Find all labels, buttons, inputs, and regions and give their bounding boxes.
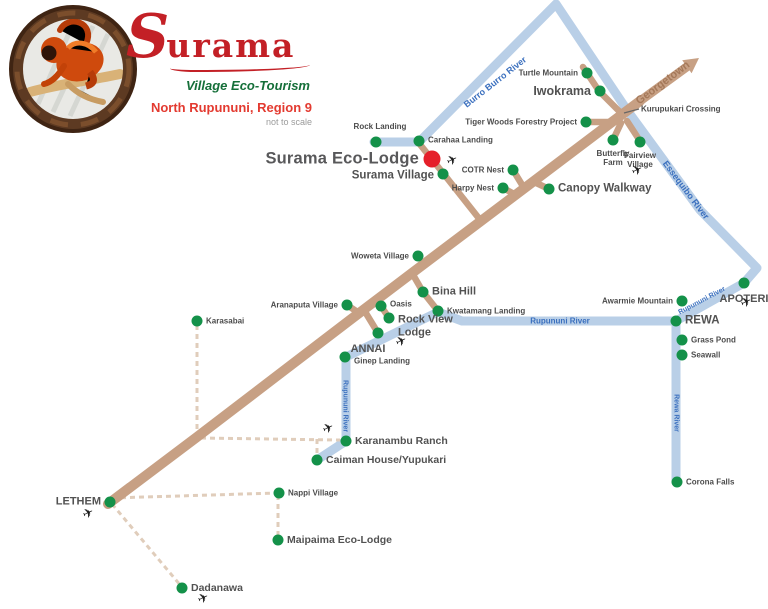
- ginep-landing-dot: [339, 351, 351, 363]
- harpy-nest-label: Harpy Nest: [451, 183, 494, 193]
- brand-rest: urama: [166, 26, 296, 65]
- grass-pond-dot: [676, 334, 688, 346]
- woweta-village-label: Woweta Village: [351, 251, 409, 261]
- surama-eco-lodge-dot: [423, 150, 441, 168]
- rock-view-lodge-label: Rock View Lodge: [398, 313, 453, 338]
- rock-view-lodge-dot: [383, 312, 395, 324]
- canopy-walkway-label: Canopy Walkway: [558, 182, 652, 195]
- lethem-dot: [104, 496, 116, 508]
- rupununi-river-label-main: Rupununi River: [530, 316, 590, 326]
- region-title: North Rupununi, Region 9: [150, 100, 312, 115]
- rewa-river-label: Rewa River: [672, 394, 680, 432]
- ginep-landing-label: Ginep Landing: [354, 356, 410, 366]
- cotr-nest-label: COTR Nest: [461, 165, 504, 175]
- rupununi-river-label-south: Rupununi River: [341, 379, 349, 433]
- surama-eco-lodge-label: Surama Eco-Lodge: [265, 149, 419, 168]
- tiger-woods-forestry-project-label: Tiger Woods Forestry Project: [465, 117, 577, 127]
- karanambu-ranch-label: Karanambu Ranch: [355, 434, 448, 447]
- turtle-mountain-dot: [581, 67, 593, 79]
- scale-note: not to scale: [265, 117, 312, 127]
- caiman-house-yupukari-label: Caiman House/Yupukari: [326, 453, 447, 466]
- iwokrama-label: Iwokrama: [533, 83, 591, 98]
- karanambu-ranch-dot: [340, 435, 352, 447]
- nappi-village-dot: [273, 487, 285, 499]
- caiman-house-yupukari-dot: [311, 454, 323, 466]
- cotr-nest-dot: [507, 164, 519, 176]
- karasabai-dot: [191, 315, 203, 327]
- apoteri-dot: [738, 277, 750, 289]
- main-road: [103, 96, 645, 509]
- bina-hill-label: Bina Hill: [432, 285, 477, 298]
- seawall-dot: [676, 349, 688, 361]
- turtle-mountain-label: Turtle Mountain: [518, 68, 578, 78]
- kurupukari-crossing-label: Kurupukari Crossing: [641, 104, 721, 114]
- canopy-walkway-dot: [543, 183, 555, 195]
- fairview-village-dot: [634, 136, 646, 148]
- rewa-label: REWA: [685, 314, 720, 327]
- brand-tagline: Village Eco-Tourism: [185, 78, 310, 93]
- nappi-village-label: Nappi Village: [288, 488, 339, 498]
- butterfly-farm-label: Butterfly Farm: [596, 149, 630, 168]
- dadanawa-dot: [176, 582, 188, 594]
- corona-falls-label: Corona Falls: [686, 477, 735, 487]
- lethem-label: LETHEM: [55, 495, 101, 508]
- surama-village-label: Surama Village: [351, 169, 434, 182]
- seawall-label: Seawall: [691, 350, 721, 360]
- georgetown-arrow-shaft: [635, 61, 693, 106]
- maipaima-eco-lodge-label: Maipaima Eco-Lodge: [287, 533, 393, 546]
- rock-landing-dot: [370, 136, 382, 148]
- butterfly-farm-dot: [607, 134, 619, 146]
- dadanawa-label: Dadanawa: [191, 581, 243, 594]
- rewa-dot: [670, 315, 682, 327]
- apoteri-label: APOTERI: [719, 293, 768, 305]
- woweta-village-dot: [412, 250, 424, 262]
- oasis-label: Oasis: [390, 299, 412, 309]
- oasis-dot: [375, 300, 387, 312]
- annai-dot: [372, 327, 384, 339]
- trail-paths: [110, 325, 341, 587]
- surama-village-dot: [437, 168, 449, 180]
- bina-hill-dot: [417, 286, 429, 298]
- awarmie-mountain-label: Awarmie Mountain: [602, 296, 673, 306]
- kurupukari-leader-line: [623, 108, 640, 114]
- kwatamang-landing-label: Kwatamang Landing: [447, 306, 526, 316]
- awarmie-mountain-dot: [676, 295, 688, 307]
- karasabai-label: Karasabai: [206, 316, 245, 326]
- tiger-woods-forestry-project-dot: [580, 116, 592, 128]
- carahaa-landing-dot: [413, 135, 425, 147]
- rock-landing-label: Rock Landing: [353, 121, 407, 131]
- aranaputa-village-label: Aranaputa Village: [270, 300, 338, 310]
- monkey-emblem-icon: [9, 5, 137, 133]
- aranaputa-village-dot: [341, 299, 353, 311]
- iwokrama-dot: [594, 85, 606, 97]
- fairview-village-label: Fairview Village: [623, 151, 656, 170]
- maipaima-eco-lodge-dot: [272, 534, 284, 546]
- brand-initial: S: [126, 2, 170, 72]
- grass-pond-label: Grass Pond: [691, 335, 736, 345]
- harpy-nest-dot: [497, 182, 509, 194]
- kwatamang-landing-dot: [432, 305, 444, 317]
- carahaa-landing-label: Carahaa Landing: [428, 135, 493, 145]
- brand-underline: [170, 60, 310, 72]
- georgetown-arrow-head: [682, 58, 699, 74]
- corona-falls-dot: [671, 476, 683, 488]
- annai-label: ANNAI: [350, 343, 386, 355]
